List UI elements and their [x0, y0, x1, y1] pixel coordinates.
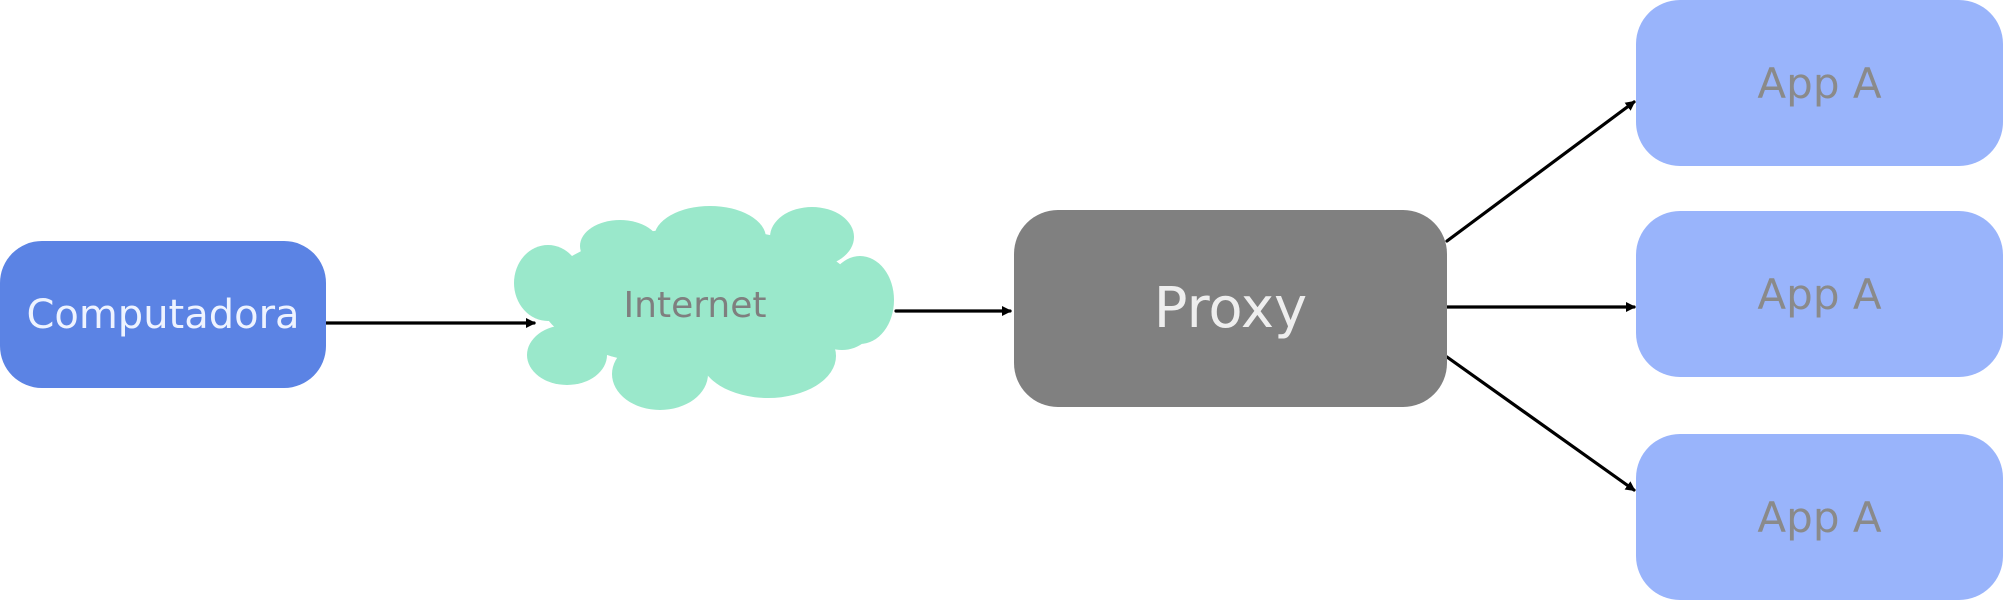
- computer-label: Computadora: [26, 291, 300, 338]
- app-node-2: App A: [1636, 211, 2003, 377]
- proxy-label: Proxy: [1153, 276, 1308, 341]
- proxy-node: Proxy: [1014, 210, 1447, 407]
- app-node-3: App A: [1636, 434, 2003, 600]
- arrow-proxy-to-app-3: [1445, 355, 1636, 492]
- computer-node: Computadora: [0, 241, 326, 388]
- arrow-proxy-to-app-1: [1445, 100, 1636, 243]
- internet-label: Internet: [580, 280, 810, 330]
- app-label-2: App A: [1757, 269, 1882, 319]
- internet-label-text: Internet: [623, 284, 767, 326]
- app-label-1: App A: [1757, 58, 1882, 108]
- app-label-3: App A: [1757, 492, 1882, 542]
- app-node-1: App A: [1636, 0, 2003, 166]
